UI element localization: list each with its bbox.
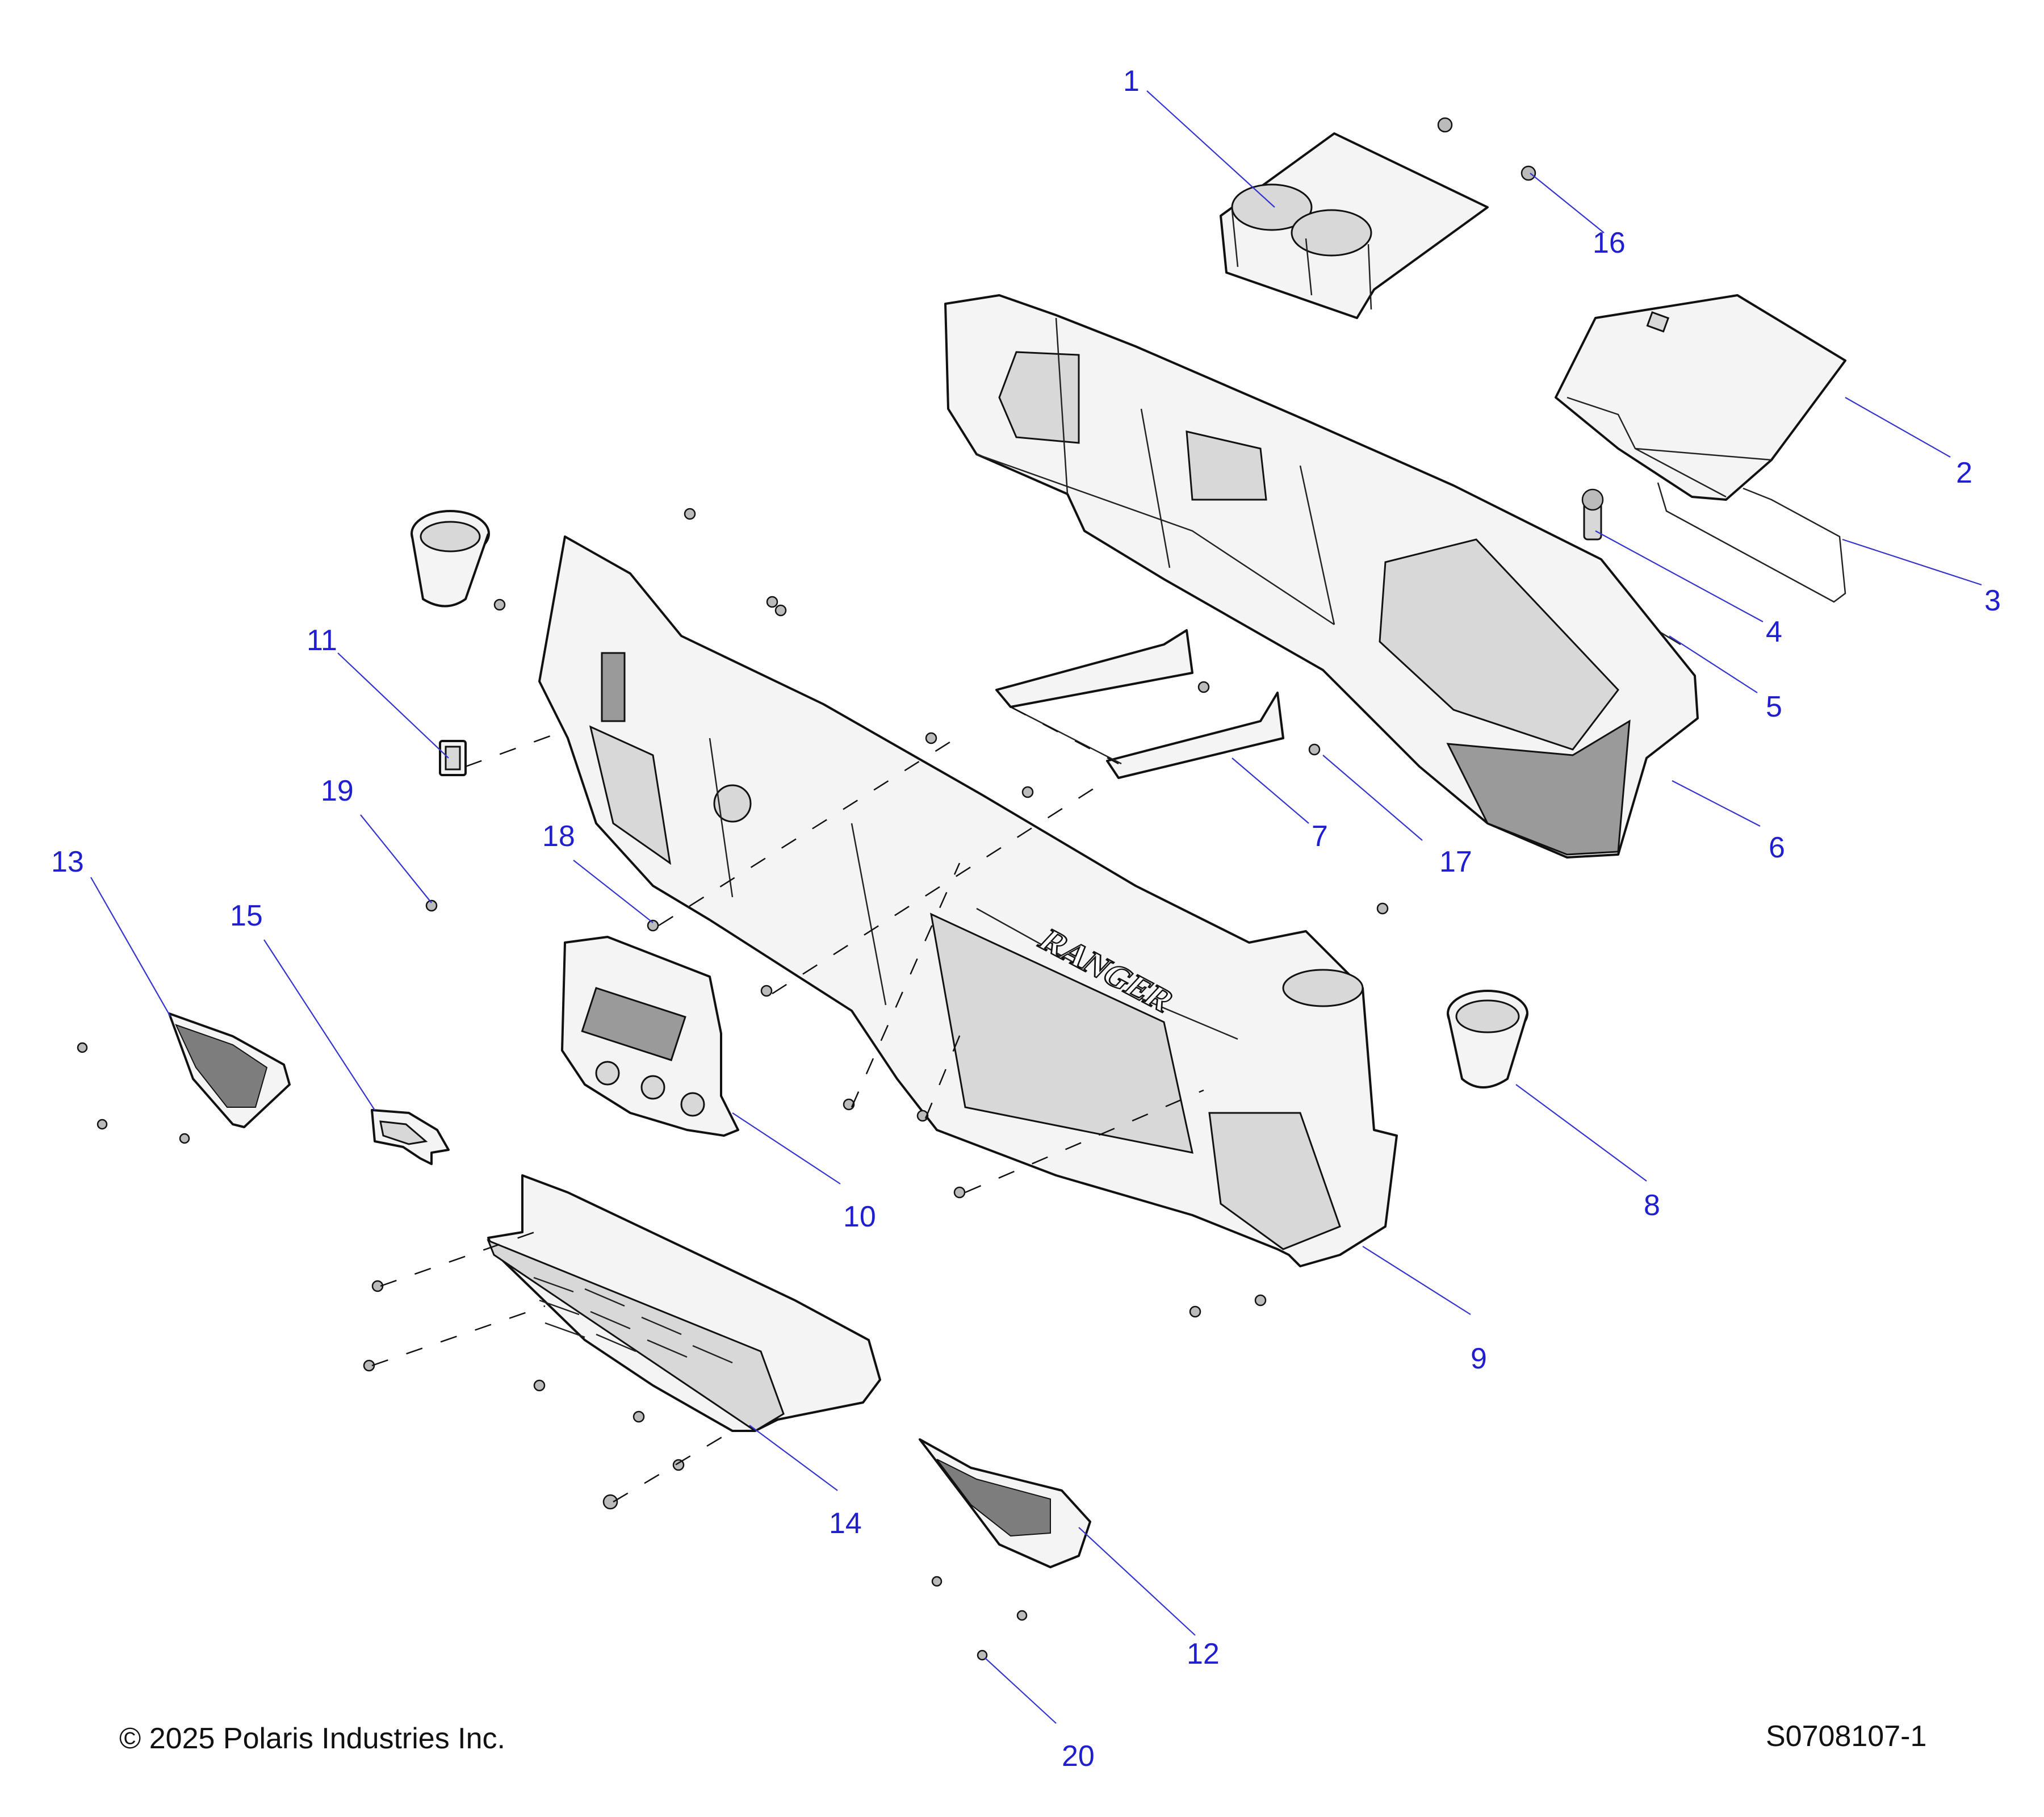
part-bracket — [995, 629, 1284, 779]
part-cup-holder-left — [411, 510, 490, 608]
part-latch — [1558, 488, 1604, 583]
part-upper-dash-panel — [944, 294, 1699, 859]
callout-8: 8 — [1644, 1189, 1660, 1222]
callout-labels: 1 2 3 4 5 6 7 8 9 10 11 12 13 14 15 16 1… — [51, 65, 2001, 1773]
callout-10: 10 — [843, 1200, 876, 1233]
callout-17: 17 — [1439, 845, 1472, 878]
copyright-notice: © 2025 Polaris Industries Inc. — [119, 1722, 505, 1755]
callout-11: 11 — [307, 624, 337, 657]
callout-9: 9 — [1471, 1342, 1487, 1375]
part-cup-holder-tray — [1220, 132, 1489, 319]
part-grille-left — [168, 1012, 291, 1128]
callout-4: 4 — [1766, 616, 1782, 648]
callout-20: 20 — [1062, 1740, 1095, 1773]
callout-5: 5 — [1766, 690, 1782, 723]
callout-16: 16 — [1593, 227, 1626, 259]
part-seal — [1657, 482, 1846, 603]
figure-id: S0708107-1 — [1766, 1720, 1927, 1753]
callout-15: 15 — [230, 899, 263, 932]
callout-2: 2 — [1956, 457, 1972, 489]
part-clip — [439, 740, 467, 776]
part-glove-box-lid — [1555, 294, 1846, 501]
part-lower-storage-bin — [487, 1174, 881, 1432]
callout-14: 14 — [829, 1507, 862, 1540]
part-cup-holder-right — [1447, 990, 1528, 1088]
callout-3: 3 — [1984, 584, 2001, 617]
callout-13: 13 — [51, 845, 84, 878]
part-lower-grille-right — [919, 1438, 1091, 1568]
callout-19: 19 — [321, 774, 354, 807]
callout-12: 12 — [1187, 1638, 1220, 1671]
callout-1: 1 — [1123, 65, 1140, 98]
part-main-dash: RANGER — [538, 535, 1398, 1267]
callout-18: 18 — [542, 820, 575, 853]
leader-lines — [90, 90, 1982, 1724]
callout-6: 6 — [1769, 831, 1785, 864]
callout-7: 7 — [1312, 820, 1328, 853]
part-switch-panel — [561, 936, 739, 1137]
part-bezel — [371, 1109, 450, 1165]
assembly-lines — [371, 706, 1204, 1503]
